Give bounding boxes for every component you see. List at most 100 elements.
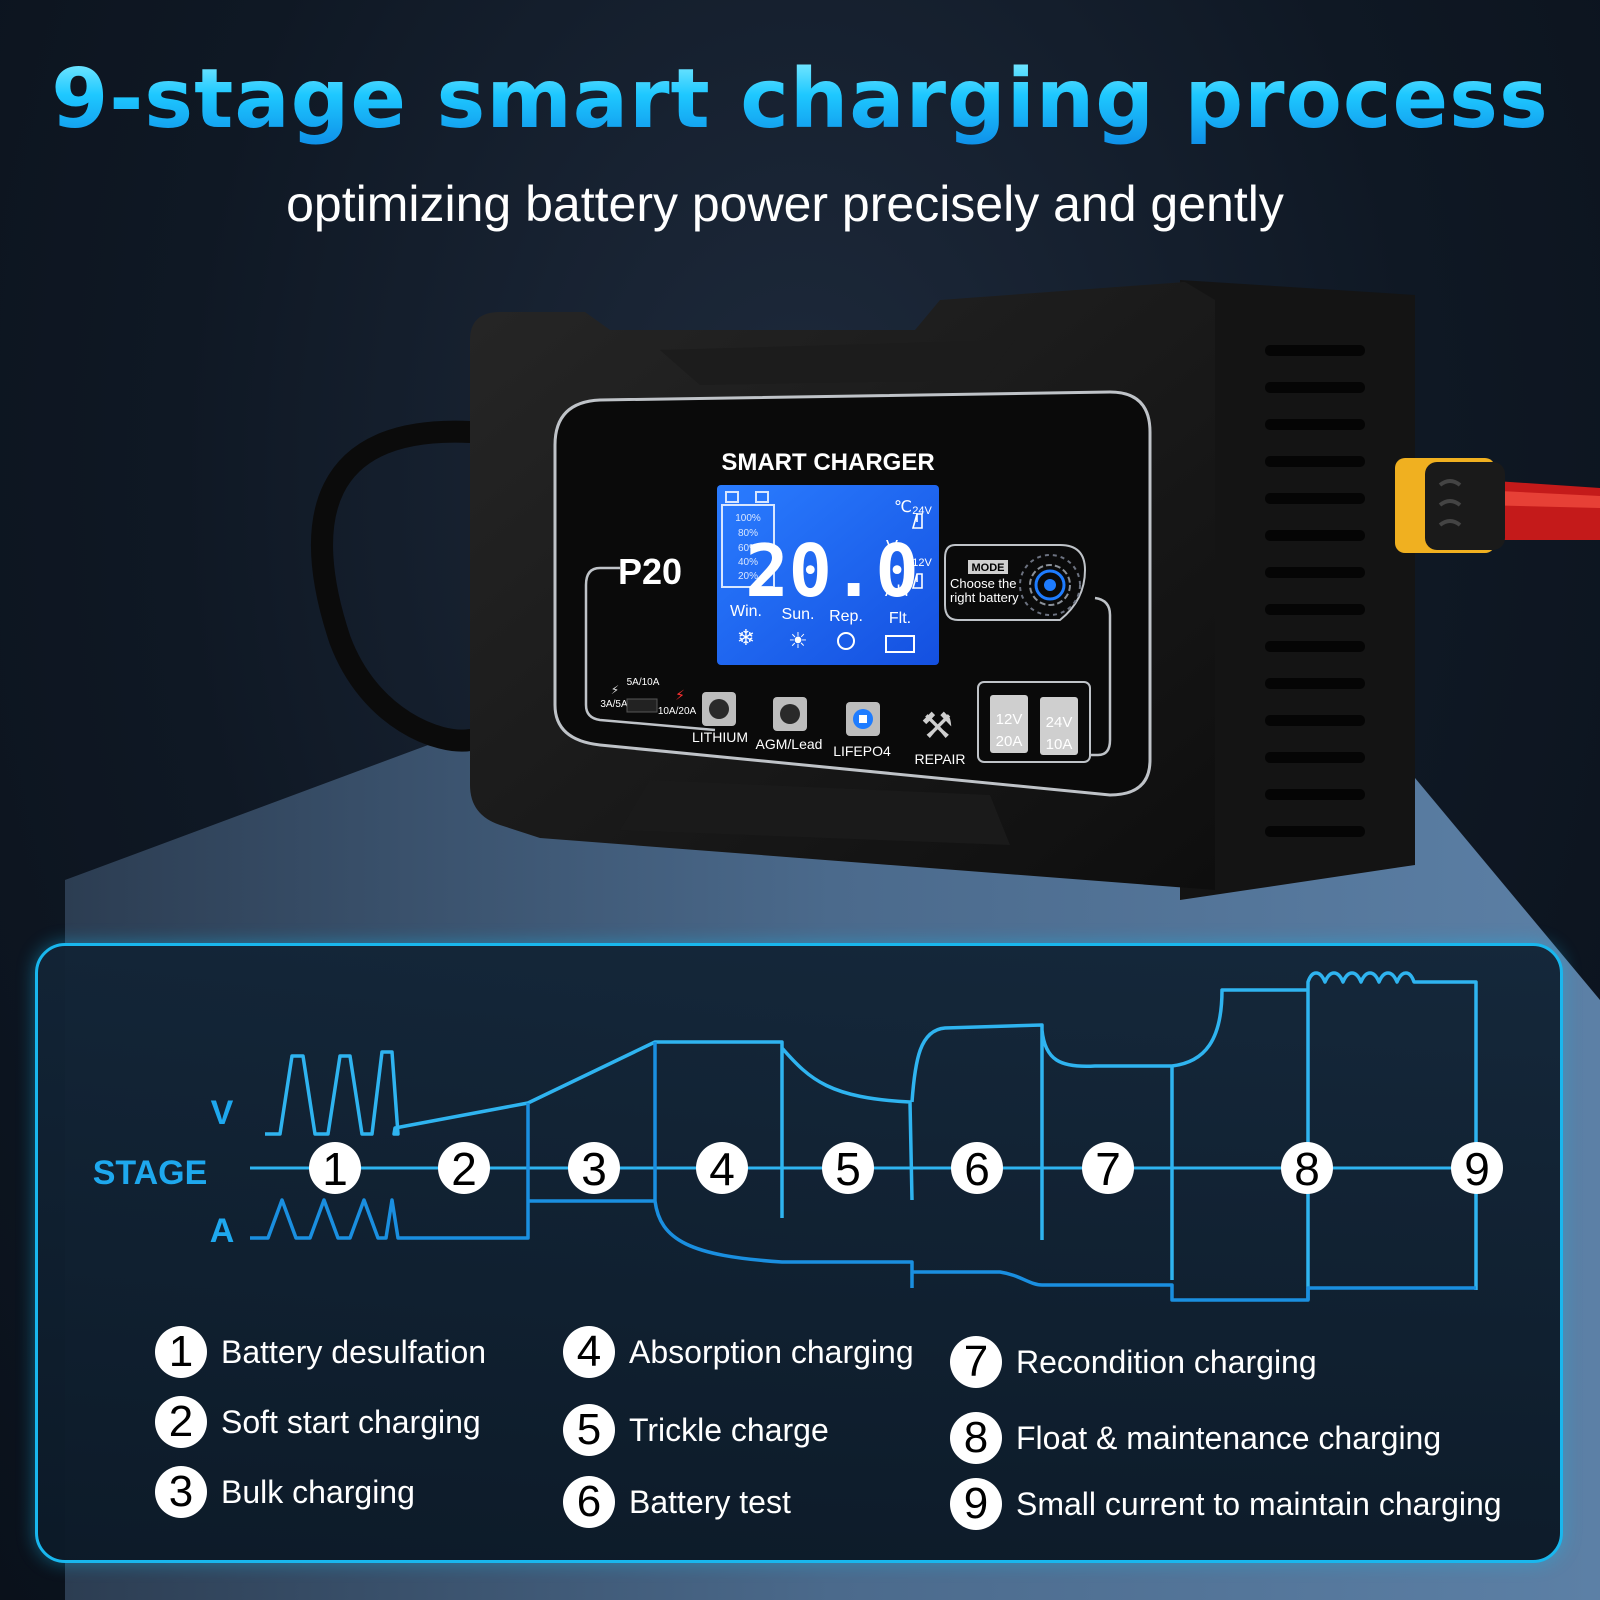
stage-marker-3 [568, 1142, 620, 1194]
stage-number-7: 7 [1095, 1143, 1121, 1195]
stage-number-5: 5 [835, 1143, 861, 1195]
battery-level-80: 80% [738, 528, 758, 539]
stage-marker-2 [438, 1142, 490, 1194]
legend-number: 5 [563, 1404, 615, 1456]
battery-level-100: 100% [735, 513, 761, 524]
legend-label: Recondition charging [1016, 1343, 1317, 1380]
repair-cycle-icon [837, 632, 855, 650]
mode-winter: Win. [730, 603, 762, 620]
stage-marker-7 [1082, 1142, 1134, 1194]
current-waveform [250, 1042, 1476, 1302]
output-connector [1395, 458, 1600, 553]
lightning-red-icon: ⚡ [675, 688, 685, 704]
stage-marker-9 [1451, 1142, 1503, 1194]
voltage-24v-amp: 10A [1046, 736, 1073, 753]
lcd-screen [717, 485, 939, 665]
legend-item-2: 2 Soft start charging [155, 1396, 481, 1448]
switch-right-label: 10A/20A [658, 706, 697, 717]
battery-level-40: 40% [738, 557, 758, 568]
current-switch[interactable] [626, 698, 658, 713]
legend-item-9: 9 Small current to maintain charging [950, 1478, 1502, 1530]
lcd-12v: 12V [912, 557, 932, 569]
legend-label: Battery test [629, 1483, 791, 1520]
top-ridge [660, 340, 1015, 385]
legend-item-8: 8 Float & maintenance charging [950, 1412, 1441, 1464]
legend-number: 9 [950, 1478, 1002, 1530]
battery-level-20: 20% [738, 571, 758, 582]
legend-number: 7 [950, 1336, 1002, 1388]
legend-number: 8 [950, 1412, 1002, 1464]
mode-title: MODE [972, 562, 1005, 574]
headline: 9-stage smart charging process [0, 52, 1600, 147]
power-cable [311, 420, 481, 752]
stage-number-4: 4 [709, 1143, 735, 1195]
legend-item-1: 1 Battery desulfation [155, 1326, 486, 1378]
legend-label: Battery desulfation [221, 1333, 487, 1370]
lightning-icon: ⚡ [611, 683, 619, 697]
legend-label: Bulk charging [221, 1473, 415, 1510]
side-vents [1265, 345, 1365, 837]
current-axis-label: A [210, 1212, 235, 1250]
stage-marker-8 [1281, 1142, 1333, 1194]
stage-number-3: 3 [581, 1143, 607, 1195]
legend-number: 3 [155, 1466, 207, 1518]
agm-indicator [773, 697, 807, 731]
model-label: P20 [618, 551, 682, 592]
mode-line2: right battery [950, 590, 1019, 605]
legend-item-5: 5 Trickle charge [563, 1404, 829, 1456]
mode-repair: Rep. [829, 608, 863, 625]
voltage-axis-label: V [211, 1094, 234, 1132]
stage-marker-6 [951, 1142, 1003, 1194]
lifepo4-indicator [846, 702, 880, 736]
legend-item-4: 4 Absorption charging [563, 1326, 914, 1378]
voltage-button-12v[interactable] [990, 695, 1028, 753]
voltage-24v-label: 24V [1046, 714, 1073, 731]
type-lithium: LITHIUM [692, 729, 748, 745]
mode-title-box [968, 560, 1008, 574]
stage-number-8: 8 [1294, 1143, 1320, 1195]
stage-number-6: 6 [964, 1143, 990, 1195]
charger-side [1180, 280, 1415, 900]
battery-level-60: 60% [738, 543, 758, 554]
lcd-unit-celsius: ℃ [894, 497, 912, 516]
lcd-reading: 20.0 [745, 529, 918, 613]
stage-axis-label: STAGE [93, 1154, 208, 1192]
stage-markers: 1 2 3 4 5 6 7 8 9 [309, 1142, 1503, 1195]
voltage-12v-label: 12V [996, 711, 1023, 728]
legend-item-7: 7 Recondition charging [950, 1336, 1317, 1388]
panel-trim-line [584, 566, 716, 732]
brand-label: SMART CHARGER [721, 449, 934, 476]
legend-number: 1 [155, 1326, 207, 1378]
voltage-button-24v[interactable] [1040, 697, 1078, 755]
legend-number: 4 [563, 1326, 615, 1378]
legend-item-6: 6 Battery test [563, 1476, 791, 1528]
switch-left-label: 3A/5A [600, 699, 628, 710]
sun-icon: ☀ [788, 629, 808, 654]
stage-marker-4 [696, 1142, 748, 1194]
legend-label: Absorption charging [629, 1333, 914, 1370]
hand-pointer-icon [911, 513, 923, 529]
legend-label: Trickle charge [629, 1411, 829, 1448]
fingerprint-icon[interactable] [1019, 554, 1081, 616]
voltage-button-group [977, 681, 1091, 763]
legend-number: 2 [155, 1396, 207, 1448]
stage-number-9: 9 [1464, 1143, 1490, 1195]
legend-number: 6 [563, 1476, 615, 1528]
mode-sun: Sun. [782, 606, 815, 623]
subheadline: optimizing battery power precisely and g… [286, 176, 1284, 232]
lithium-indicator [702, 692, 736, 726]
hand-pointer-icon-2 [911, 573, 923, 589]
repair-tools-icon: ⚒ [921, 706, 953, 747]
stage-marker-5 [822, 1142, 874, 1194]
lcd-unit-ah: AH [885, 581, 909, 600]
legend-label: Small current to maintain charging [1016, 1485, 1502, 1522]
battery-level-icon [721, 491, 775, 588]
legend-label: Float & maintenance charging [1016, 1419, 1442, 1456]
mode-float: Flt. [889, 610, 911, 627]
bottom-ridge [620, 780, 1010, 845]
type-agm: AGM/Lead [756, 736, 823, 752]
snowflake-icon: ❄ [737, 626, 755, 651]
lcd-unit-v: V [886, 537, 898, 557]
voltage-waveform [265, 971, 1478, 1300]
